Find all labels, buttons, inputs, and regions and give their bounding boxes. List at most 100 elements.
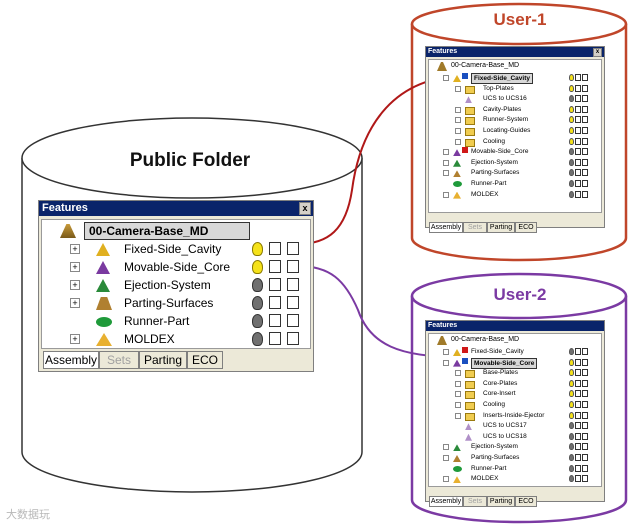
tree-item[interactable]: Cavity-Plates	[429, 105, 601, 115]
copy-icon[interactable]	[582, 95, 588, 103]
tree-item[interactable]: Cooling	[429, 137, 601, 147]
copy-icon[interactable]	[582, 180, 588, 187]
bulb-off-icon[interactable]	[569, 169, 574, 177]
bulb-off-icon[interactable]	[252, 296, 263, 310]
tab-sets[interactable]: Sets	[463, 222, 487, 233]
copy-icon[interactable]	[286, 296, 299, 309]
copy-icon[interactable]	[582, 74, 588, 81]
copy-icon[interactable]	[582, 358, 588, 366]
bulb-on-icon[interactable]	[569, 74, 574, 81]
tree-root-row[interactable]: 00-Camera-Base_MD	[429, 335, 601, 346]
bulb-off-icon[interactable]	[252, 332, 263, 346]
tree-item[interactable]: Fixed-Side_Cavity	[429, 73, 601, 84]
bulb-off-icon[interactable]	[569, 180, 574, 187]
copy-icon[interactable]	[582, 84, 588, 92]
expand-icon[interactable]	[455, 117, 461, 124]
bulb-on-icon[interactable]	[569, 401, 574, 408]
copy-icon[interactable]	[582, 127, 588, 134]
collapse-icon[interactable]	[443, 359, 449, 366]
sync-icon[interactable]	[575, 379, 581, 387]
copy-icon[interactable]	[582, 137, 588, 145]
sync-icon[interactable]	[575, 369, 581, 377]
copy-icon[interactable]	[582, 464, 588, 472]
sync-icon[interactable]	[575, 180, 581, 187]
sync-icon[interactable]	[575, 158, 581, 166]
tab-eco[interactable]: ECO	[187, 351, 223, 369]
bulb-off-icon[interactable]	[569, 432, 574, 440]
expand-icon[interactable]	[443, 455, 449, 461]
copy-icon[interactable]	[582, 422, 588, 430]
copy-icon[interactable]	[286, 260, 299, 273]
expand-icon[interactable]	[455, 391, 461, 398]
bulb-off-icon[interactable]	[569, 422, 574, 430]
tree-root-row[interactable]: 00-Camera-Base_MD	[429, 61, 601, 72]
sync-icon[interactable]	[269, 296, 282, 309]
tree-item[interactable]: Inserts-Inside-Ejector	[429, 411, 601, 421]
copy-icon[interactable]	[582, 379, 588, 387]
bulb-on-icon[interactable]	[569, 369, 574, 377]
sync-icon[interactable]	[575, 95, 581, 103]
tree-item[interactable]: UCS to UCS16	[429, 94, 601, 104]
sync-icon[interactable]	[575, 127, 581, 134]
copy-icon[interactable]	[582, 348, 588, 355]
tree-item[interactable]: MOLDEX	[429, 190, 601, 200]
expand-icon[interactable]	[443, 191, 449, 198]
expand-icon[interactable]: +	[70, 244, 80, 254]
sync-icon[interactable]	[575, 390, 581, 398]
expand-icon[interactable]	[443, 170, 449, 177]
expand-icon[interactable]	[455, 106, 461, 113]
bulb-on-icon[interactable]	[569, 379, 574, 387]
tab-assembly[interactable]: Assembly	[43, 351, 99, 369]
tree-item[interactable]: UCS to UCS17	[429, 421, 601, 431]
bulb-on-icon[interactable]	[252, 242, 263, 256]
copy-icon[interactable]	[286, 242, 299, 255]
copy-icon[interactable]	[582, 105, 588, 113]
expand-icon[interactable]	[455, 128, 461, 134]
copy-icon[interactable]	[582, 190, 588, 198]
bulb-on-icon[interactable]	[252, 260, 263, 274]
sync-icon[interactable]	[575, 443, 581, 451]
tab-parting[interactable]: Parting	[487, 496, 515, 507]
sync-icon[interactable]	[269, 242, 282, 255]
copy-icon[interactable]	[582, 475, 588, 483]
sync-icon[interactable]	[269, 278, 282, 291]
bulb-off-icon[interactable]	[569, 95, 574, 103]
expand-icon[interactable]: +	[70, 334, 80, 344]
bulb-off-icon[interactable]	[569, 475, 574, 483]
tab-eco[interactable]: ECO	[515, 222, 537, 233]
tree-item-moldex[interactable]: + MOLDEX	[42, 331, 310, 348]
bulb-off-icon[interactable]	[569, 454, 574, 461]
copy-icon[interactable]	[582, 432, 588, 440]
expand-icon[interactable]	[455, 412, 461, 419]
tree-item[interactable]: Runner-Part	[429, 464, 601, 474]
tree-item[interactable]: Ejection-System	[429, 442, 601, 452]
tree-item-ejection-system[interactable]: + Ejection-System	[42, 277, 310, 295]
tree-item[interactable]: Fixed-Side_Cavity	[429, 347, 601, 357]
tab-sets[interactable]: Sets	[99, 351, 139, 369]
bulb-on-icon[interactable]	[569, 105, 574, 113]
tree-item[interactable]: Parting-Surfaces	[429, 453, 601, 463]
expand-icon[interactable]	[443, 444, 449, 451]
expand-icon[interactable]	[455, 85, 461, 92]
tree-item-fixed-side-cavity[interactable]: + Fixed-Side_Cavity	[42, 241, 310, 259]
sync-icon[interactable]	[269, 260, 282, 273]
bulb-on-icon[interactable]	[569, 358, 574, 366]
expand-icon[interactable]	[443, 476, 449, 483]
sync-icon[interactable]	[575, 422, 581, 430]
copy-icon[interactable]	[582, 390, 588, 398]
tree-item[interactable]: Core-Insert	[429, 389, 601, 400]
tree-item[interactable]: Parting-Surfaces	[429, 168, 601, 178]
bulb-off-icon[interactable]	[569, 348, 574, 355]
sync-icon[interactable]	[575, 148, 581, 156]
copy-icon[interactable]	[286, 332, 299, 345]
sync-icon[interactable]	[575, 411, 581, 419]
bulb-off-icon[interactable]	[569, 464, 574, 472]
tree-item[interactable]: Movable-Side_Core	[429, 147, 601, 157]
bulb-on-icon[interactable]	[569, 84, 574, 92]
tab-parting[interactable]: Parting	[139, 351, 187, 369]
tree-item[interactable]: Base-Plates	[429, 368, 601, 379]
collapse-icon[interactable]	[443, 75, 449, 81]
tree-item[interactable]: Runner-System	[429, 115, 601, 126]
tree-item[interactable]: Ejection-System	[429, 158, 601, 168]
tree-item[interactable]: Core-Plates	[429, 379, 601, 389]
